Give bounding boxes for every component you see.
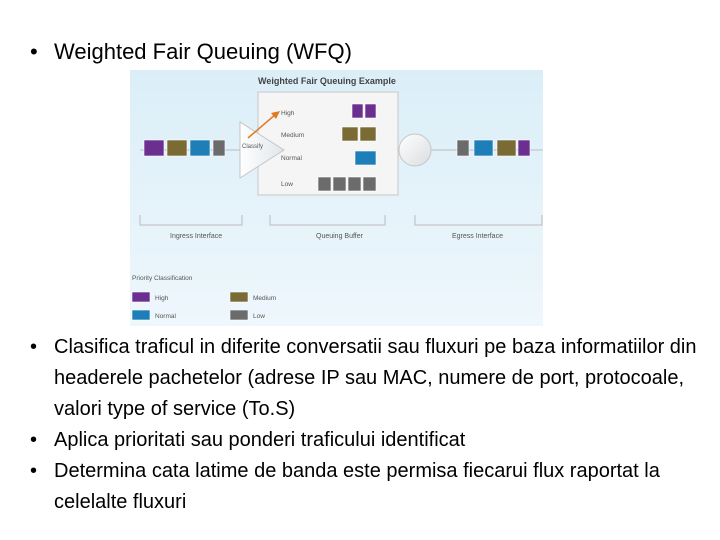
bullet-dot: • bbox=[30, 39, 38, 64]
classify-arrow-line bbox=[247, 113, 277, 139]
queuing-bracket bbox=[269, 215, 386, 226]
legend-label: Normal bbox=[155, 313, 177, 320]
section-brackets bbox=[139, 215, 543, 226]
ingress-bracket bbox=[139, 215, 243, 226]
queue-packet bbox=[317, 176, 332, 192]
legend-label: Low bbox=[253, 313, 265, 320]
queue-packet bbox=[362, 176, 377, 192]
ingress-packet bbox=[166, 139, 188, 157]
egress-packet bbox=[473, 139, 494, 157]
wfq-diagram: Weighted Fair Queuing Example Classify H… bbox=[130, 70, 543, 326]
classify-label: Classify bbox=[242, 144, 263, 150]
egress-packet bbox=[517, 139, 531, 157]
legend-title: Priority Classification bbox=[132, 275, 193, 282]
egress-packets bbox=[456, 139, 531, 157]
bullet-text: Aplica prioritati sau ponderi traficului… bbox=[54, 429, 466, 451]
queue-packet bbox=[354, 150, 377, 166]
queue-packet bbox=[347, 176, 362, 192]
ingress-packets bbox=[143, 139, 226, 157]
ingress-packet bbox=[143, 139, 165, 157]
egress-bracket bbox=[414, 215, 543, 226]
queue-packet bbox=[364, 103, 377, 119]
scheduler-circle bbox=[398, 133, 432, 167]
slide-title-text: Weighted Fair Queuing (WFQ) bbox=[54, 39, 352, 64]
body-bullets: • Clasifica traficul in diferite convers… bbox=[30, 332, 702, 518]
legend-swatch bbox=[229, 309, 249, 321]
bullet-item: • Clasifica traficul in diferite convers… bbox=[30, 332, 702, 425]
bullet-item: • Aplica prioritati sau ponderi traficul… bbox=[30, 425, 702, 456]
bullet-dot: • bbox=[30, 460, 38, 482]
bullet-item: • Determina cata latime de banda este pe… bbox=[30, 456, 702, 518]
queue-label-low: Low bbox=[281, 181, 293, 188]
bullet-text: Clasifica traficul in diferite conversat… bbox=[54, 336, 697, 420]
queue-label-normal: Normal bbox=[281, 155, 303, 162]
classify-arrowhead bbox=[271, 111, 280, 119]
legend-label: Medium bbox=[253, 295, 276, 302]
ingress-packet bbox=[189, 139, 211, 157]
bullet-text: Determina cata latime de banda este perm… bbox=[54, 460, 660, 513]
queuing-label: Queuing Buffer bbox=[316, 233, 364, 240]
egress-packet bbox=[496, 139, 517, 157]
egress-packet bbox=[456, 139, 470, 157]
ingress-label: Ingress Interface bbox=[170, 233, 222, 240]
legend-swatch bbox=[229, 291, 249, 303]
bullet-dot: • bbox=[30, 429, 38, 451]
queue-label-medium: Medium bbox=[281, 132, 304, 139]
queue-packet bbox=[359, 126, 377, 142]
legend-label: High bbox=[155, 295, 169, 302]
legend-swatch bbox=[131, 309, 151, 321]
ingress-packet bbox=[212, 139, 226, 157]
queue-packet bbox=[332, 176, 347, 192]
queue-label-high: High bbox=[281, 110, 295, 117]
legend-swatch bbox=[131, 291, 151, 303]
egress-label: Egress Interface bbox=[452, 233, 503, 240]
diagram-title: Weighted Fair Queuing Example bbox=[258, 76, 396, 86]
queue-packet bbox=[351, 103, 364, 119]
bullet-dot: • bbox=[30, 336, 38, 358]
slide-title: • Weighted Fair Queuing (WFQ) bbox=[30, 36, 352, 68]
queue-packet bbox=[341, 126, 359, 142]
